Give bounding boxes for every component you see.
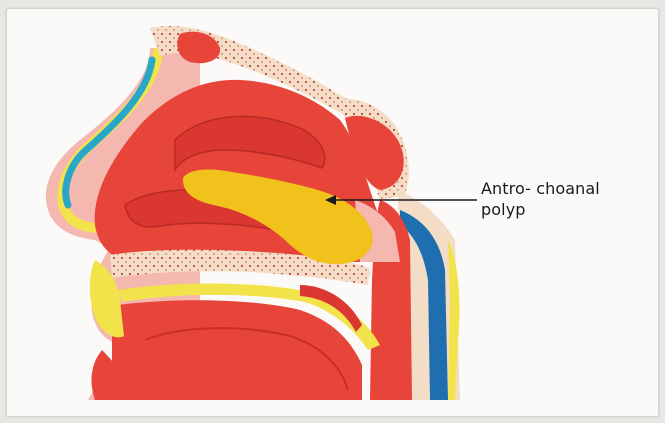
polyp-label: Antro- choanal polyp: [481, 178, 600, 220]
polyp-label-line1: Antro- choanal: [481, 178, 600, 199]
polyp-label-line2: polyp: [481, 199, 600, 220]
tongue: [112, 300, 362, 400]
